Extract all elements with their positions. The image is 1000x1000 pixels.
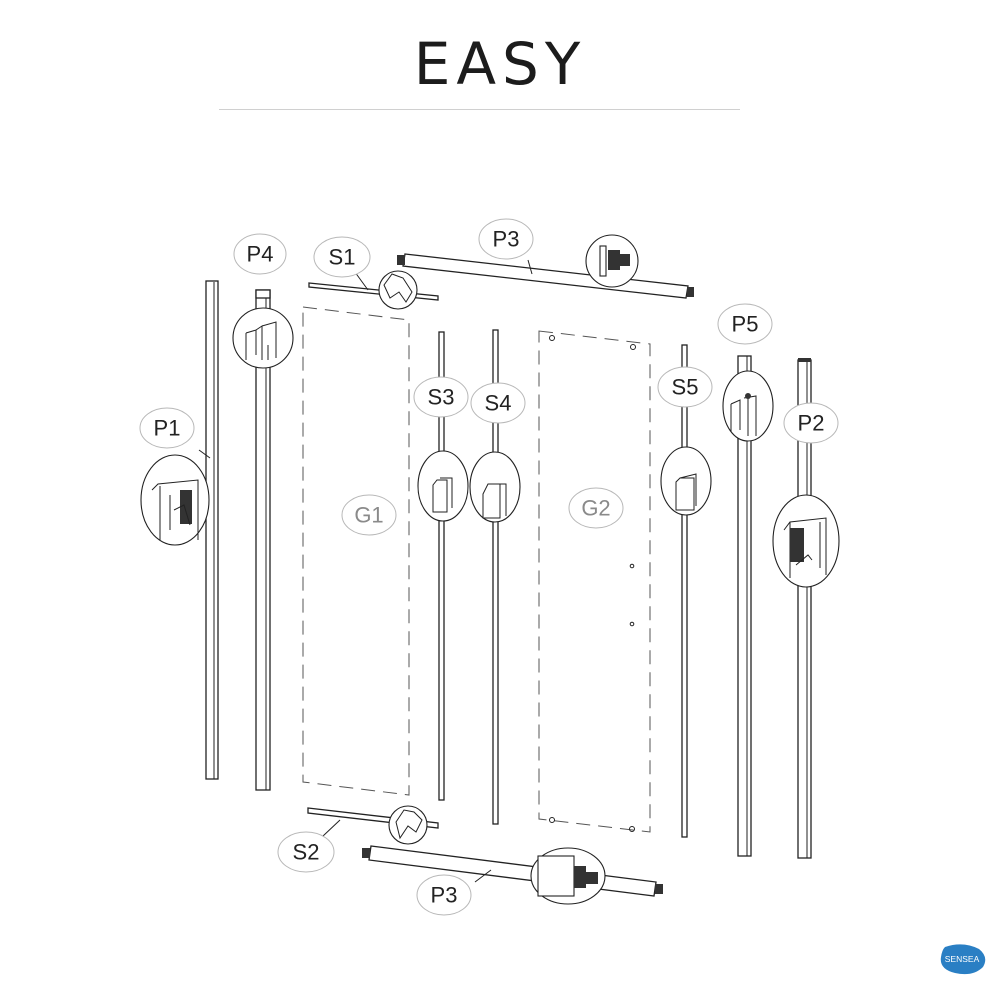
s1-detail-magnifier — [378, 270, 418, 310]
label-s5: S5 — [657, 366, 713, 408]
label-p2-text: P2 — [798, 411, 825, 436]
part-p3-top-rail — [397, 234, 694, 299]
label-s3-text: S3 — [428, 385, 455, 410]
label-s1: S1 — [313, 236, 371, 278]
part-p5-profile — [722, 355, 774, 857]
part-s3-seal — [417, 331, 469, 801]
label-p3-bottom: P3 — [416, 874, 472, 916]
label-s1-text: S1 — [329, 245, 356, 270]
part-g2-glass-panel — [538, 330, 651, 833]
label-p2: P2 — [783, 402, 839, 444]
label-g2: G2 — [568, 487, 624, 529]
s2-detail-magnifier — [388, 805, 428, 845]
label-g1-text: G1 — [354, 503, 383, 528]
label-s4: S4 — [470, 382, 526, 424]
part-p2-profile — [772, 358, 840, 859]
s5-detail-magnifier — [660, 446, 712, 516]
part-p4-profile — [232, 289, 294, 791]
s4-detail-magnifier — [469, 451, 521, 523]
p2-detail-magnifier — [772, 494, 840, 588]
part-s5-seal — [660, 344, 712, 838]
s3-detail-magnifier — [417, 450, 469, 522]
p4-detail-magnifier — [232, 307, 294, 369]
label-p5-text: P5 — [732, 312, 759, 337]
label-p3-bottom-text: P3 — [431, 883, 458, 908]
label-p4: P4 — [233, 233, 287, 275]
title-divider — [219, 109, 740, 110]
label-s2: S2 — [277, 831, 335, 873]
sensea-logo: SENSEA — [940, 944, 986, 975]
label-p3-top: P3 — [478, 218, 534, 260]
part-s4-seal — [469, 329, 521, 825]
part-s2-seal — [307, 805, 439, 845]
p1-detail-magnifier — [140, 454, 210, 546]
label-p1: P1 — [139, 407, 195, 449]
label-s4-text: S4 — [485, 391, 512, 416]
label-p5: P5 — [717, 303, 773, 345]
p3-top-detail-magnifier — [585, 234, 639, 288]
label-s2-text: S2 — [293, 840, 320, 865]
part-g1-glass-panel — [302, 306, 410, 796]
p3-bottom-detail-magnifier — [530, 847, 606, 905]
label-p1-text: P1 — [154, 416, 181, 441]
label-p4-text: P4 — [247, 242, 274, 267]
diagram-title: EASY — [413, 30, 587, 98]
part-p1-profile — [140, 280, 219, 780]
logo-text: SENSEA — [945, 954, 980, 964]
label-s3: S3 — [413, 376, 469, 418]
label-p3-top-text: P3 — [493, 227, 520, 252]
label-g1: G1 — [341, 494, 397, 536]
part-p3-bottom-rail — [362, 845, 663, 905]
label-g2-text: G2 — [581, 496, 610, 521]
label-s5-text: S5 — [672, 375, 699, 400]
p5-detail-magnifier — [722, 370, 774, 442]
